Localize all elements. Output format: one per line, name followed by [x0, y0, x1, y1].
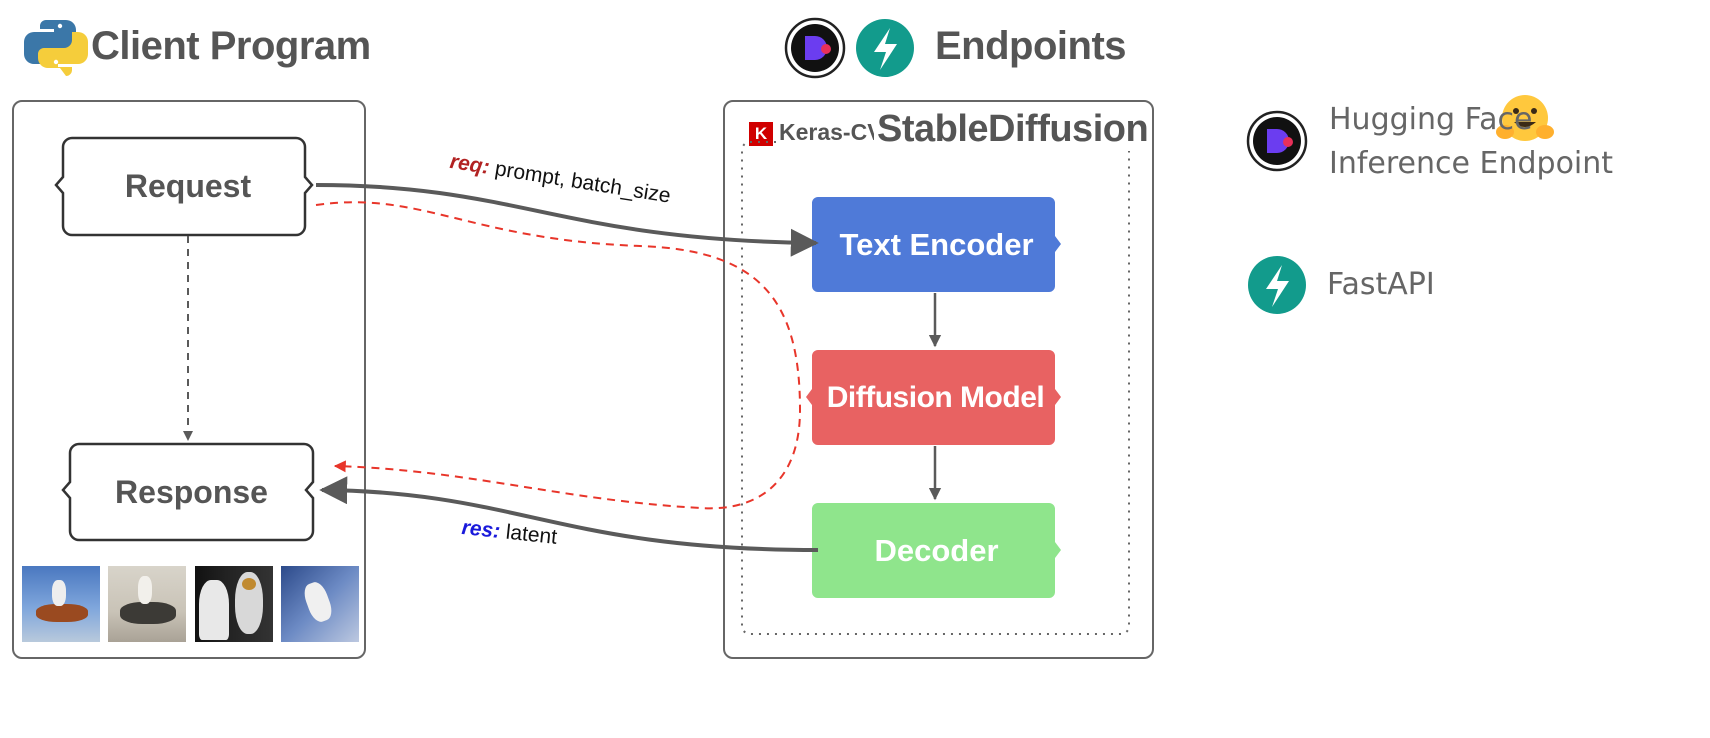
fastapi-legend-icon: [1248, 256, 1306, 314]
response-arrow: [319, 476, 819, 552]
dashed-return-path: [315, 201, 802, 510]
request-label: Request: [124, 168, 252, 204]
hugging-face-legend-line2: Inference Endpoint: [1329, 146, 1614, 181]
hugging-face-emoji-icon: [1496, 95, 1554, 141]
stable-diffusion-label: StableDiffusion: [874, 108, 1152, 151]
req-key: req:: [448, 150, 492, 179]
endpoints-title: Endpoints: [935, 24, 1127, 68]
client-program-title: Client Program: [91, 24, 371, 68]
hugging-face-legend-line1: Hugging Face: [1329, 102, 1533, 137]
response-label: Response: [115, 473, 268, 510]
decoder-label: Decoder: [874, 532, 999, 568]
request-box: [54, 136, 314, 237]
diffusion-model-label: Diffusion Model: [826, 380, 1045, 414]
astronaut-riding-horse-thumbnail: [22, 566, 100, 642]
decoder-box: [812, 503, 1061, 598]
res-key: res:: [460, 516, 502, 543]
python-logo-icon: [24, 20, 88, 76]
keras-cv-label: Keras-CV: [779, 119, 886, 146]
diffusion-model-box: [806, 350, 1061, 445]
keras-logo-icon: [749, 122, 773, 146]
hugging-face-endpoint-legend-icon: [1246, 110, 1308, 172]
keras-k-letter: K: [754, 124, 768, 143]
hugging-face-endpoint-icon: [784, 17, 846, 79]
astronaut-riding-horse-sepia-thumbnail: [108, 566, 186, 642]
fastapi-legend-label: FastAPI: [1327, 267, 1435, 302]
request-arrow: [315, 183, 819, 257]
astronaut-with-horse-thumbnail: [195, 566, 273, 642]
text-encoder-label: Text Encoder: [839, 226, 1034, 262]
fastapi-icon: [856, 19, 914, 77]
text-encoder-box: [812, 197, 1061, 292]
res-value: latent: [498, 520, 559, 549]
response-box: [61, 442, 315, 542]
astronaut-floating-thumbnail: [281, 566, 359, 642]
